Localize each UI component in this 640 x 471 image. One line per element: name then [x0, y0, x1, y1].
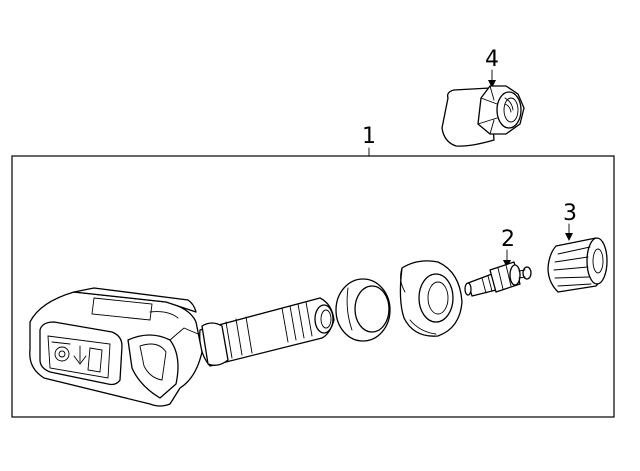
callout-2-label: 2: [501, 227, 515, 252]
seal-washer-icon: [399, 260, 463, 337]
grommet-ring-icon: [335, 278, 391, 342]
callout-4-arrow: [488, 69, 496, 88]
callout-3-arrow: [565, 223, 573, 241]
assembly-1-frame: [11, 155, 615, 418]
valve-cap-icon: [547, 237, 608, 293]
valve-core-icon: [464, 261, 532, 297]
tpms-sensor-assembly-icon: [29, 287, 335, 407]
callout-3-label: 3: [563, 201, 577, 226]
callout-4-label: 4: [485, 47, 499, 72]
hex-nut-icon: [441, 85, 525, 147]
callout-1-label: 1: [362, 124, 376, 149]
